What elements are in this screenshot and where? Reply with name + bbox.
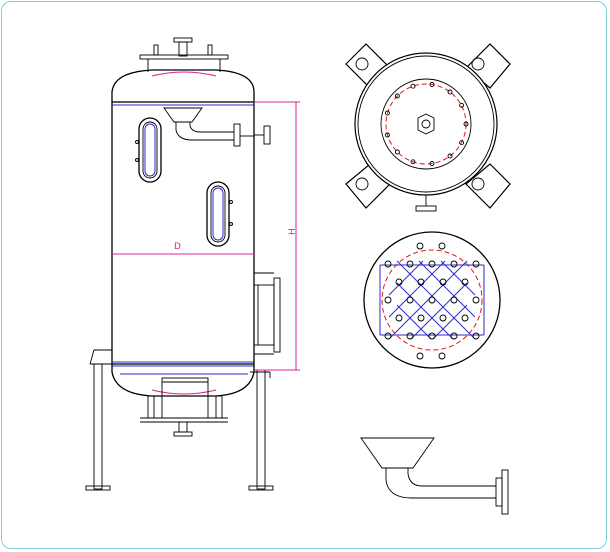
plan-view — [345, 43, 511, 212]
front-elevation: D — [85, 37, 300, 491]
funnel-detail — [360, 437, 509, 515]
inlet-funnel — [163, 107, 271, 147]
bottom-head — [111, 364, 255, 397]
bolt-circle — [385, 83, 467, 165]
bottom-nozzle — [140, 377, 228, 437]
vessel-shell — [111, 101, 255, 365]
manhole-upper — [135, 117, 162, 183]
top-head — [111, 69, 255, 102]
top-nozzle — [139, 37, 229, 72]
distributor-plate — [363, 231, 501, 369]
height-dimension: H — [254, 101, 300, 371]
height-label: H — [288, 228, 298, 235]
plan-outer-circle — [354, 52, 498, 196]
manhole-lower — [206, 181, 233, 247]
nozzle-holes — [384, 242, 480, 360]
side-nozzle — [253, 272, 281, 355]
plan-flange-circle — [380, 78, 472, 170]
center-nut — [417, 113, 435, 135]
lattice-lines — [379, 260, 485, 340]
diameter-label: D — [174, 242, 181, 252]
support-legs — [85, 349, 274, 491]
flange-bolts — [384, 82, 469, 166]
